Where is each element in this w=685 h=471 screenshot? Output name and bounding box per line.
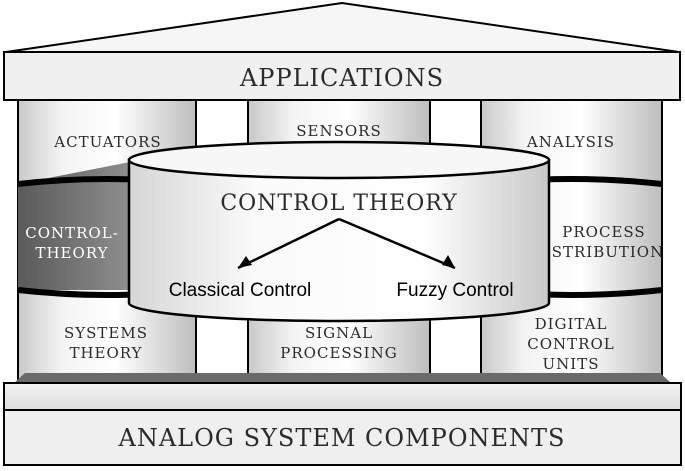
branch-fuzzy-control: Fuzzy Control [396, 280, 513, 301]
pillar-left-shaded-band [18, 162, 130, 290]
arrow-left-line [237, 217, 340, 270]
base: ANALOG SYSTEM COMPONENTS [3, 373, 682, 466]
pillar-left-bottom-label-1: SYSTEMS [64, 324, 148, 342]
base-label: ANALOG SYSTEM COMPONENTS [118, 424, 566, 452]
pillar-right-top-label: ANALYSIS [526, 133, 615, 151]
drum-top [127, 140, 551, 180]
arrow-left-head [238, 256, 252, 268]
base-shadow [14, 373, 671, 383]
drum-title: CONTROL THEORY [220, 191, 457, 216]
pillar-right-bottom-label-3: UNITS [543, 355, 600, 373]
pillar-left-top-label: ACTUATORS [53, 133, 161, 151]
base-plinth [3, 409, 682, 466]
pillar-right-middle-label-2: DISTRIBUTION [532, 243, 664, 261]
pillar-center-bottom-label-2: PROCESSING [280, 344, 397, 362]
pillar-left-middle-label-1: CONTROL- [25, 224, 119, 242]
drum-body [127, 158, 551, 323]
pillar-right-middle-label-1: PROCESS [562, 223, 645, 241]
arrow-right-line [338, 217, 456, 270]
pillar-right-bottom-label-2: CONTROL [527, 335, 614, 353]
pillar-center-bottom-label-1: SIGNAL [305, 324, 373, 342]
pillar-right-bottom-label-1: DIGITAL [535, 315, 608, 333]
roof-label: APPLICATIONS [239, 64, 444, 92]
pediment [5, 1, 680, 53]
pillar-left-bottom-label-2: THEORY [69, 344, 142, 362]
control-theory-drum: CONTROL THEORY Classical Control Fuzzy C… [127, 140, 551, 323]
arrow-right-head [442, 255, 455, 268]
branch-classical-control: Classical Control [169, 280, 312, 301]
base-step [3, 382, 682, 411]
pillar-center-top-label: SENSORS [296, 122, 382, 140]
pillar-left-middle-label-2: THEORY [35, 244, 108, 262]
roof: APPLICATIONS [3, 1, 681, 101]
roof-beam [3, 51, 681, 101]
